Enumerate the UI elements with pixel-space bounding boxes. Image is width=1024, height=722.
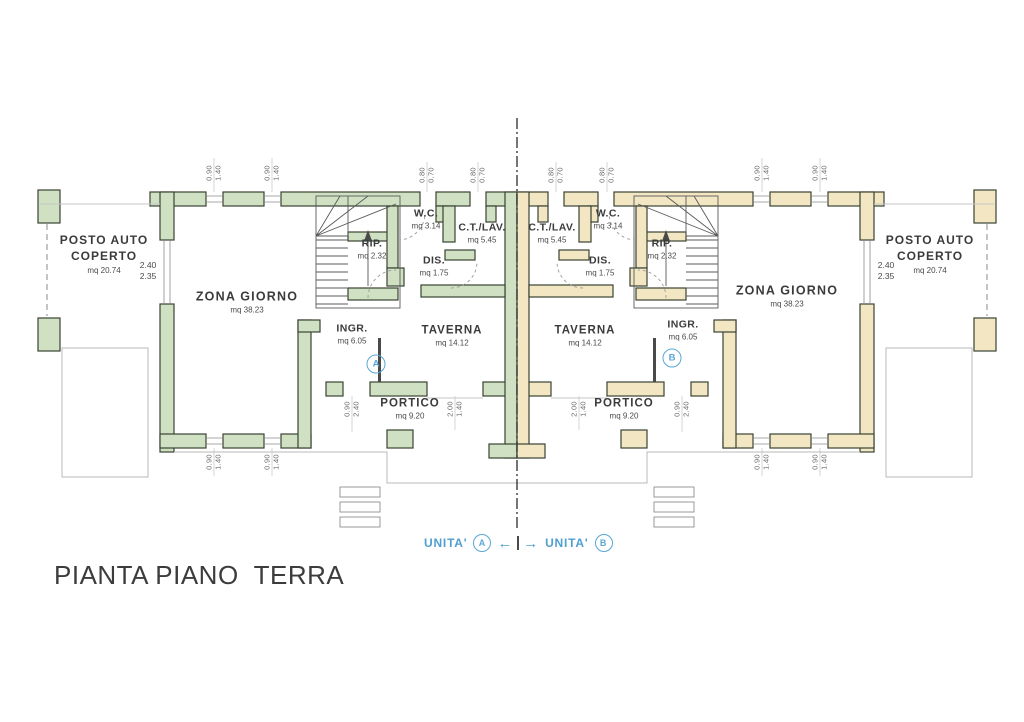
room-label-wc-a: W.C. mq 3.14 xyxy=(411,207,441,231)
room-label-ingr-b: INGR. mq 6.05 xyxy=(667,318,699,342)
unit-b-label: UNITA' xyxy=(545,536,589,550)
unit-b-footer-badge: B xyxy=(594,534,613,552)
drawing-title: PIANTA PIANO TERRA xyxy=(54,560,345,590)
room-label-zona-giorno-b: ZONA GIORNO mq 38.23 xyxy=(735,283,839,309)
room-label-ct-lav-b: C.T./LAV. mq 5.45 xyxy=(528,221,576,245)
room-label-dis-b: DIS. mq 1.75 xyxy=(585,254,615,278)
room-label-dis-a: DIS. mq 1.75 xyxy=(419,254,449,278)
room-label-portico-b: PORTICO mq 9.20 xyxy=(594,397,654,421)
room-label-taverna-b: TAVERNA mq 14.12 xyxy=(554,324,616,348)
room-label-rip-a: RIP. mq 2.32 xyxy=(357,237,387,261)
room-label-ingr-a: INGR. mq 6.05 xyxy=(336,322,368,346)
room-label-ct-lav-a: C.T./LAV. mq 5.45 xyxy=(458,221,506,245)
unit-a-badge: A xyxy=(366,354,386,374)
unit-a-footer-badge: A xyxy=(473,534,492,552)
room-label-portico-a: PORTICO mq 9.20 xyxy=(380,397,440,421)
unit-indicator: UNITA' A ← → UNITA' B xyxy=(424,534,613,552)
room-label-wc-b: W.C. mq 3.14 xyxy=(593,207,623,231)
arrow-right-icon: → xyxy=(523,534,540,552)
room-label-zona-giorno-a: ZONA GIORNO mq 38.23 xyxy=(195,289,299,315)
unit-a-label: UNITA' xyxy=(424,536,468,550)
room-label-taverna-a: TAVERNA mq 14.12 xyxy=(421,324,483,348)
arrow-left-icon: ← xyxy=(497,534,514,552)
centerline-tick xyxy=(517,536,520,550)
room-label-rip-b: RIP. mq 2.32 xyxy=(647,237,677,261)
unit-b-badge: B xyxy=(662,348,682,368)
